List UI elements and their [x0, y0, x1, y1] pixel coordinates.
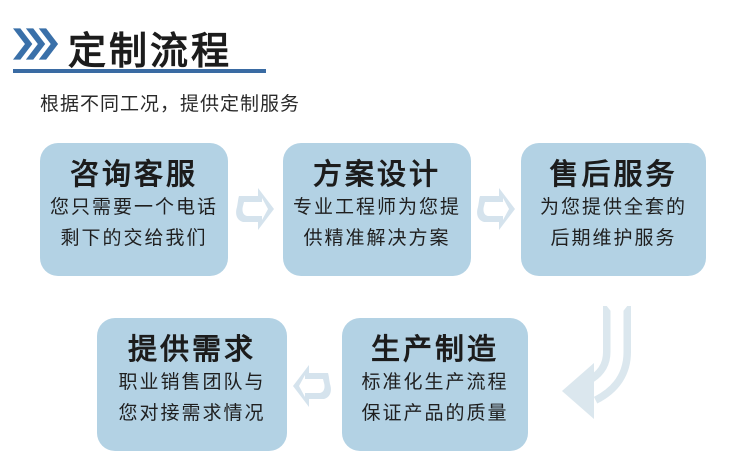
step-desc-line: 专业工程师为您提 [292, 197, 461, 218]
step-card-manufacturing: 生产制造 标准化生产流程 保证产品的质量 [342, 318, 528, 451]
step-desc-line: 供精准解决方案 [303, 228, 451, 249]
arrow-left-icon [291, 361, 337, 411]
title-underline [13, 69, 266, 73]
arrow-right-icon [471, 184, 517, 234]
arrow-curve-down-left-icon [560, 300, 640, 422]
step-desc-line: 您只需要一个电话 [49, 197, 218, 218]
step-desc-line: 保证产品的质量 [361, 403, 509, 424]
step-title: 生产制造 [370, 334, 499, 366]
section-subtitle: 根据不同工况，提供定制服务 [40, 94, 301, 115]
step-desc-line: 职业销售团队与 [118, 372, 266, 393]
step-title: 售后服务 [549, 159, 678, 191]
step-card-consult: 咨询客服 您只需要一个电话 剩下的交给我们 [40, 143, 228, 276]
step-card-aftersales: 售后服务 为您提供全套的 后期维护服务 [521, 143, 706, 276]
step-card-design: 方案设计 专业工程师为您提 供精准解决方案 [283, 143, 471, 276]
step-desc-line: 您对接需求情况 [118, 403, 266, 424]
step-title: 提供需求 [127, 334, 256, 366]
step-title: 咨询客服 [69, 159, 198, 191]
step-card-requirements: 提供需求 职业销售团队与 您对接需求情况 [97, 318, 287, 451]
step-desc-line: 标准化生产流程 [361, 372, 509, 393]
triple-chevron-right-icon [13, 27, 59, 61]
step-desc-line: 为您提供全套的 [539, 197, 687, 218]
arrow-right-icon [230, 184, 276, 234]
step-title: 方案设计 [312, 159, 441, 191]
page-title: 定制流程 [68, 31, 233, 73]
step-desc-line: 后期维护服务 [550, 228, 677, 249]
step-desc-line: 剩下的交给我们 [60, 228, 208, 249]
